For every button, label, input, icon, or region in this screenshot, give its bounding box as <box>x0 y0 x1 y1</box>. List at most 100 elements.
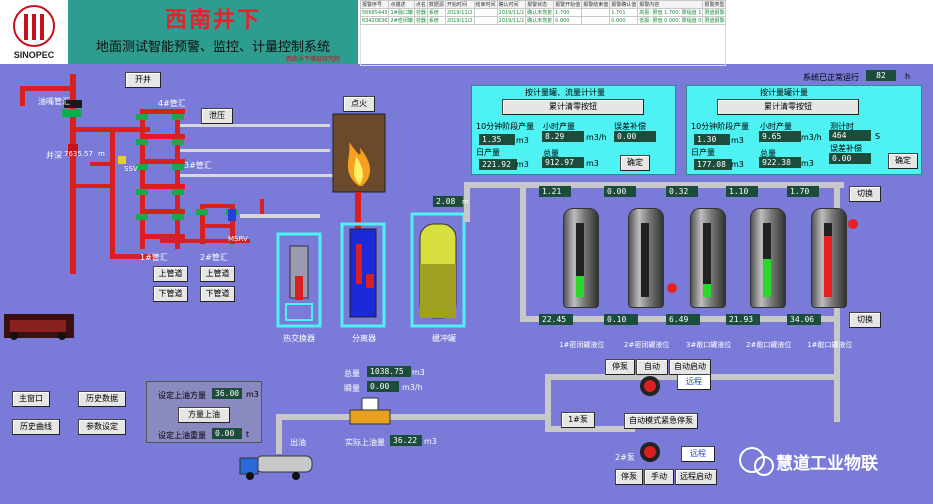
alarm-column-header: 报警序号 <box>359 0 390 9</box>
panel-left-unit-1: m3 <box>516 136 529 145</box>
up-line-2-button[interactable]: 上管道 <box>200 266 235 282</box>
alarm-cell: 2019/11/2 <box>496 8 527 17</box>
history-curve-button[interactable]: 历史曲线 <box>12 419 60 435</box>
alarm-cell: 1#融口罐 <box>388 8 415 17</box>
pump-1-auto-start-button[interactable]: 自动启动 <box>669 359 711 375</box>
tank-flow-value: 1.70 <box>787 186 819 197</box>
tank-flow-value: 0.32 <box>666 186 698 197</box>
depth-unit: m <box>98 150 105 158</box>
panel-right-unit-1: m3 <box>731 136 744 145</box>
panel-left-reset-button[interactable]: 累计清零按钮 <box>502 99 644 115</box>
panel-right-total-value: 922.38 <box>759 157 801 168</box>
panel-right-title: 按计量罐计量 <box>760 88 808 97</box>
panel-right-total-label: 总量 <box>760 149 776 158</box>
panel-left-error-label: 误差补偿 <box>614 122 646 131</box>
panel-left-confirm-button[interactable]: 确定 <box>620 155 650 171</box>
table-row <box>359 24 727 66</box>
alarm-cell <box>473 16 498 25</box>
title-panel <box>68 0 358 64</box>
open-well-button[interactable]: 开井 <box>125 72 161 88</box>
alarm-cell: 容器 <box>413 8 428 17</box>
msrv-label: MSRV <box>228 235 248 243</box>
manifold-3-label: 3#管汇 <box>184 161 212 170</box>
emergency-stop-button[interactable]: 自动模式紧急停泵 <box>624 413 698 429</box>
tank-level-track <box>703 223 711 297</box>
params-button[interactable]: 参数设定 <box>78 419 126 435</box>
alarm-column-header: 确认时间 <box>496 0 527 9</box>
down-line-1-button[interactable]: 下管道 <box>153 286 188 302</box>
alarm-cell <box>581 16 611 25</box>
pump-1-remote-button[interactable]: 远程 <box>677 374 711 390</box>
alarm-column-header: 报警开始值 <box>553 0 583 9</box>
sinopec-logo: SINOPEC <box>0 0 69 64</box>
oil-volume-button[interactable]: 方量上油 <box>178 407 230 423</box>
buffer-level-unit: m <box>462 198 469 206</box>
buffer-tank-label: 缓冲罐 <box>432 334 456 343</box>
down-line-2-button[interactable]: 下管道 <box>200 286 235 302</box>
alarm-column-header: 结束时间 <box>473 0 498 9</box>
manifold-4-label: 4#管汇 <box>158 99 186 108</box>
pump-1-auto-button[interactable]: 自动 <box>636 359 668 375</box>
alarm-cell <box>473 8 498 17</box>
manifold-1-label: 1#管汇 <box>140 253 168 262</box>
meter-total-label: 总量 <box>344 369 360 378</box>
pump-2-remote-button[interactable]: 远程 <box>681 446 715 462</box>
panel-left-day-value: 221.92 <box>479 159 517 170</box>
meter-instant-unit: m3/h <box>402 383 423 392</box>
alarm-column-header: 报警状态 <box>525 0 555 9</box>
panel-left-unit-3: m3 <box>516 160 529 169</box>
panel-right-unit-3: m3 <box>731 160 744 169</box>
depth-label: 井深 <box>46 151 62 160</box>
panel-left-hour-label: 小时产量 <box>543 122 575 131</box>
pump-2-remote-start-button[interactable]: 远程启动 <box>675 469 717 485</box>
tank-level-value: 34.06 <box>787 314 821 325</box>
panel-left-error-value: 0.00 <box>614 131 656 142</box>
panel-left-hour-value: 8.29 <box>542 131 584 142</box>
alarm-cell: 系统 <box>426 8 446 17</box>
alarm-table-header: 报警序号点描述点名数据源开始时间结束时间确认时间报警状态报警开始值报警结束值报警… <box>359 0 727 9</box>
actual-oil-value: 36.22 <box>390 435 422 446</box>
main-window-button[interactable]: 主窗口 <box>12 391 50 407</box>
meter-total-value: 1038.75 <box>367 366 411 377</box>
tank-level-fill <box>824 236 832 297</box>
tank-level-label: 2#敞口罐液位 <box>746 341 792 349</box>
history-data-button[interactable]: 历史数据 <box>78 391 126 407</box>
panel-right-time-label: 测计时 <box>830 122 854 131</box>
alarm-cell: 低报: 限值 0.000; 限幅值 0 <box>637 16 704 25</box>
alarm-cell: 2019/11/2 <box>444 8 475 17</box>
set-oil-value[interactable]: 36.00 <box>212 388 242 399</box>
alarm-column-header: 开始时间 <box>444 0 475 9</box>
switch-top-button[interactable]: 切换 <box>849 186 881 202</box>
panel-left-total-value: 912.97 <box>542 157 584 168</box>
storage-tank <box>750 208 786 308</box>
alarm-column-header: 点名 <box>413 0 428 9</box>
outlet-label: 出油 <box>290 438 306 447</box>
choke-label: 油嘴管汇 <box>38 97 70 106</box>
ignite-button[interactable]: 点火 <box>343 96 375 112</box>
panel-right-ten-min-label: 10分钟阶段产量 <box>691 122 750 131</box>
pump-2-manual-button[interactable]: 手动 <box>644 469 674 485</box>
pump-2-stop-button[interactable]: 停泵 <box>615 469 643 485</box>
pump-1-label-button[interactable]: 1#泵 <box>561 412 595 428</box>
panel-left-ten-min-label: 10分钟阶段产量 <box>476 122 535 131</box>
panel-right-unit-2: m3/h <box>801 133 822 142</box>
depth-value: 7635.57 <box>64 150 93 158</box>
alarm-cell: 限值报警 <box>702 16 727 25</box>
panel-right-confirm-button[interactable]: 确定 <box>888 153 918 169</box>
up-line-1-button[interactable]: 上管道 <box>153 266 188 282</box>
set-weight-value[interactable]: 0.00 <box>212 428 242 439</box>
pressure-relief-button[interactable]: 泄压 <box>201 108 233 124</box>
panel-right-unit-4: m3 <box>801 159 814 168</box>
panel-left-ten-min-value: 1.35 <box>479 134 515 145</box>
tank-level-value: 21.93 <box>726 314 760 325</box>
panel-right-reset-button[interactable]: 累计清零按钮 <box>717 99 859 115</box>
alarm-cell: 0.000 <box>609 16 639 25</box>
tank-level-fill <box>703 284 711 297</box>
switch-bottom-button[interactable]: 切换 <box>849 312 881 328</box>
alarm-cell: 容器 <box>413 16 428 25</box>
panel-left-unit-2: m3/h <box>586 133 607 142</box>
tank-level-value: 6.49 <box>666 314 700 325</box>
pump-1-stop-button[interactable]: 停泵 <box>605 359 635 375</box>
